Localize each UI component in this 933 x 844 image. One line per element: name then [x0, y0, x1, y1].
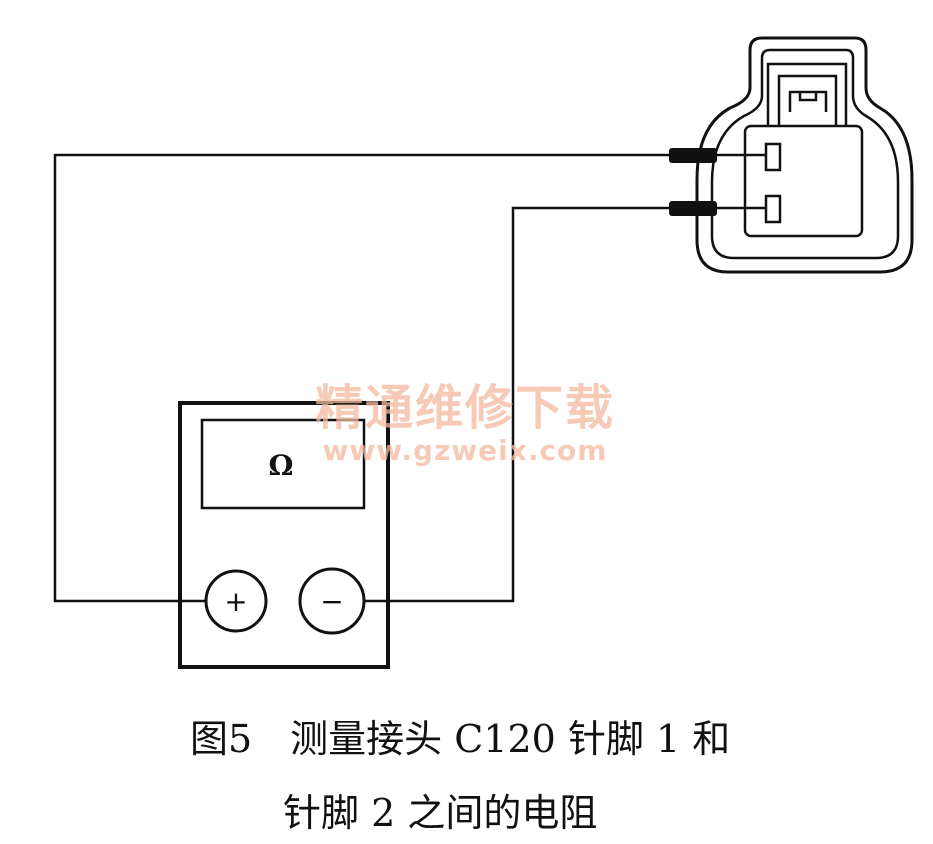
- negative-terminal-label: −: [320, 585, 343, 618]
- multimeter-body: [178, 401, 390, 669]
- wire-pin2-to-negative: [365, 206, 672, 603]
- wire-pin1-to-positive: [53, 153, 672, 603]
- negative-terminal: [298, 567, 366, 635]
- ohm-symbol: Ω: [269, 449, 294, 482]
- multimeter-display: [200, 418, 366, 510]
- figure-caption-line-1: 图5 测量接头 C120 针脚 1 和: [190, 717, 731, 761]
- connector-c120: [669, 36, 914, 274]
- watermark-title: 精通维修下载: [315, 380, 615, 436]
- watermark-url: www.gzweix.com: [323, 434, 608, 467]
- connector-inner-shell: [710, 48, 900, 260]
- connector-pin-housing: [743, 124, 864, 238]
- connector-latch-frame: [766, 62, 848, 126]
- watermark: 精通维修下载 www.gzweix.com: [315, 380, 615, 467]
- positive-terminal: [204, 569, 268, 633]
- probe-tip-pin-1: [669, 148, 717, 163]
- connector-latch: [777, 74, 838, 126]
- circuit-diagram: Ω + − 精通维修下载 www.gzweix.com: [53, 36, 914, 669]
- positive-terminal-label: +: [224, 585, 247, 618]
- connector-outer-shell: [695, 36, 914, 274]
- multimeter: Ω + −: [178, 401, 390, 669]
- connector-pin-2: [764, 194, 782, 224]
- probe-tip-pin-2: [669, 201, 717, 216]
- figure-caption-line-2: 针脚 2 之间的电阻: [283, 791, 598, 835]
- connector-pin-1: [764, 142, 782, 172]
